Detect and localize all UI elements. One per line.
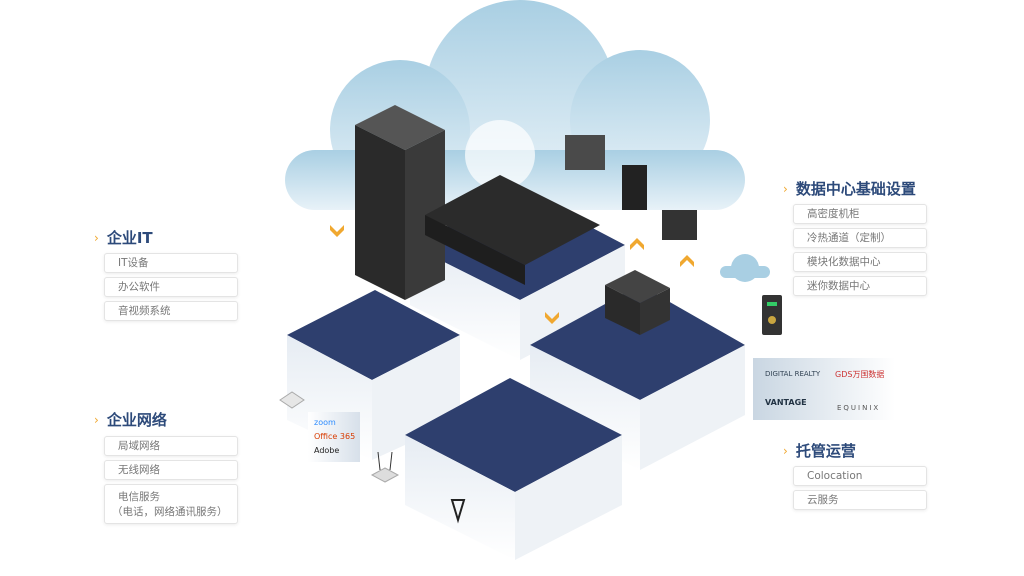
- chevron-right-icon: ›: [94, 230, 99, 245]
- logo-equinix: EQUINIX: [837, 404, 881, 412]
- chevron-right-icon: ›: [783, 181, 788, 196]
- heading-text: 企业网络: [106, 411, 167, 429]
- item-hot-cold-aisle: 冷热通道（定制）: [793, 228, 927, 248]
- item-high-density-rack: 高密度机柜: [793, 204, 927, 224]
- item-mini-dc: 迷你数据中心: [793, 276, 927, 296]
- item-modular-dc: 模块化数据中心: [793, 252, 927, 272]
- section-datacenter-infra-heading: › 数据中心基础设置: [783, 178, 916, 199]
- logo-vantage: VANTAGE: [765, 398, 807, 407]
- chevron-right-icon: ›: [94, 412, 99, 427]
- logo-adobe: Adobe: [314, 446, 340, 455]
- item-lan: 局域网络: [104, 436, 238, 456]
- item-av-system: 音视频系统: [104, 301, 238, 321]
- item-colocation: Colocation: [793, 466, 927, 486]
- platform-bottom: [405, 378, 622, 560]
- item-it-equipment: IT设备: [104, 253, 238, 273]
- item-telecom: 电信服务 （电话，网络通讯服务）: [104, 484, 238, 524]
- logo-gds: GDS万国数据: [835, 370, 885, 379]
- section-enterprise-it-heading: › 企业IT: [94, 227, 153, 248]
- item-wireless: 无线网络: [104, 460, 238, 480]
- network-devices: [279, 391, 466, 524]
- item-office-software: 办公软件: [104, 277, 238, 297]
- section-enterprise-network-heading: › 企业网络: [94, 409, 167, 430]
- app-logos: zoom Office 365 Adobe: [308, 412, 360, 462]
- chevron-right-icon: ›: [783, 443, 788, 458]
- server-tower: [355, 105, 445, 300]
- provider-logos: DIGITAL REALTY GDS万国数据 VANTAGE EQUINIX: [753, 358, 895, 420]
- telecom-line2: （电话，网络通讯服务）: [112, 506, 228, 518]
- equipment-icons: [565, 135, 782, 335]
- logo-zoom: zoom: [314, 418, 336, 427]
- arrows: [330, 225, 694, 324]
- logo-office365: Office 365: [314, 432, 356, 441]
- item-cloud-service: 云服务: [793, 490, 927, 510]
- heading-text: 托管运营: [795, 442, 856, 460]
- modular-datacenter: [605, 270, 670, 335]
- heading-text: 数据中心基础设置: [795, 180, 916, 198]
- server-racks: [425, 175, 600, 285]
- telecom-line1: 电信服务: [118, 491, 160, 503]
- heading-text: 企业IT: [106, 229, 153, 247]
- logo-digital-realty: DIGITAL REALTY: [765, 370, 821, 378]
- section-hosting-heading: › 托管运营: [783, 440, 856, 461]
